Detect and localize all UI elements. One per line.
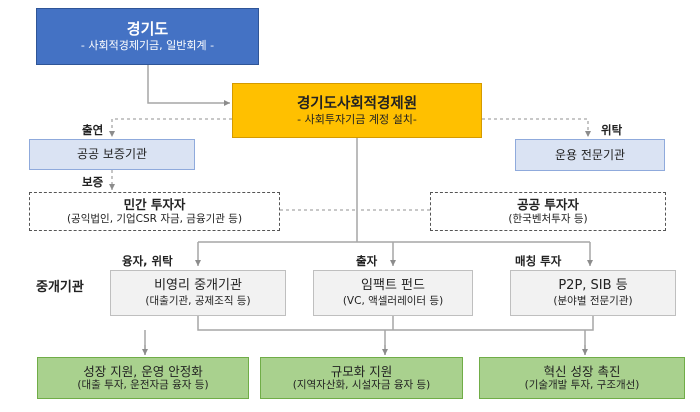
private-investor-box: 민간 투자자 (공익법인, 기업CSR 자금, 금융기관 등): [29, 192, 280, 231]
scale-title: 규모화 지원: [330, 363, 393, 379]
private-investor-title: 민간 투자자: [123, 197, 186, 213]
label-intermediary: 중개기관: [36, 280, 84, 295]
asset-manager-title: 운용 전문기관: [554, 147, 626, 162]
label-consign: 위탁: [601, 123, 623, 137]
gyeonggi-box: 경기도 - 사회적경제기금, 일반회계 -: [36, 8, 259, 65]
nonprofit-sub: (대출기관, 공제조직 등): [145, 294, 251, 307]
edge-consign: [482, 118, 591, 137]
edge-contribution: [109, 118, 232, 137]
innovation-box: 혁신 성장 촉진 (기술개발 투자, 구조개선): [479, 357, 685, 399]
growth-title: 성장 지원, 운영 안정화: [83, 363, 203, 379]
label-guarantee: 보증: [82, 175, 104, 189]
outcome-bus: [144, 330, 586, 355]
innovation-sub: (기술개발 투자, 구조개선): [524, 379, 640, 392]
growth-box: 성장 지원, 운영 안정화 (대출 투자, 운전자금 융자 등): [37, 357, 249, 399]
intermediary-outcome-bus: [197, 316, 594, 331]
scale-sub: (지역자산화, 시설자금 융자 등): [292, 379, 431, 392]
guarantee-org-title: 공공 보증기관: [76, 147, 148, 161]
impact-fund-sub: (VC, 액셀러레이터 등): [342, 294, 444, 307]
edge-gyeonggi-to-institute: [147, 65, 230, 106]
public-investor-title: 공공 투자자: [517, 197, 579, 213]
nonprofit-title: 비영리 중개기관: [154, 278, 242, 294]
impact-fund-box: 임팩트 펀드 (VC, 액셀러레이터 등): [313, 270, 473, 316]
growth-sub: (대출 투자, 운전자금 융자 등): [77, 379, 209, 392]
innovation-title: 혁신 성장 촉진: [543, 363, 621, 379]
guarantee-org-box: 공공 보증기관: [29, 139, 195, 170]
label-investment: 출자: [356, 254, 378, 268]
institute-box: 경기도사회적경제원 - 사회투자기금 계정 설치-: [232, 83, 482, 138]
p2p-box: P2P, SIB 등 (분야별 전문기관): [510, 270, 676, 316]
label-matching: 매칭 투자: [515, 254, 562, 268]
private-investor-sub: (공익법인, 기업CSR 자금, 금융기관 등): [66, 212, 243, 225]
label-contribution: 출연: [82, 123, 104, 137]
label-loan-consign: 융자, 위탁: [122, 254, 173, 268]
public-investor-box: 공공 투자자 (한국벤처투자 등): [430, 192, 666, 231]
asset-manager-box: 운용 전문기관: [515, 139, 665, 171]
impact-fund-title: 임팩트 펀드: [361, 278, 425, 294]
p2p-sub: (분야별 전문기관): [553, 294, 633, 307]
institute-sub: - 사회투자기금 계정 설치-: [297, 112, 417, 126]
gyeonggi-sub: - 사회적경제기금, 일반회계 -: [80, 39, 215, 52]
nonprofit-box: 비영리 중개기관 (대출기관, 공제조직 등): [110, 270, 286, 316]
public-investor-sub: (한국벤처투자 등): [508, 212, 588, 225]
gyeonggi-title: 경기도: [126, 20, 169, 39]
scale-box: 규모화 지원 (지역자산화, 시설자금 융자 등): [260, 357, 463, 399]
p2p-title: P2P, SIB 등: [558, 278, 628, 294]
institute-title: 경기도사회적경제원: [296, 95, 418, 112]
